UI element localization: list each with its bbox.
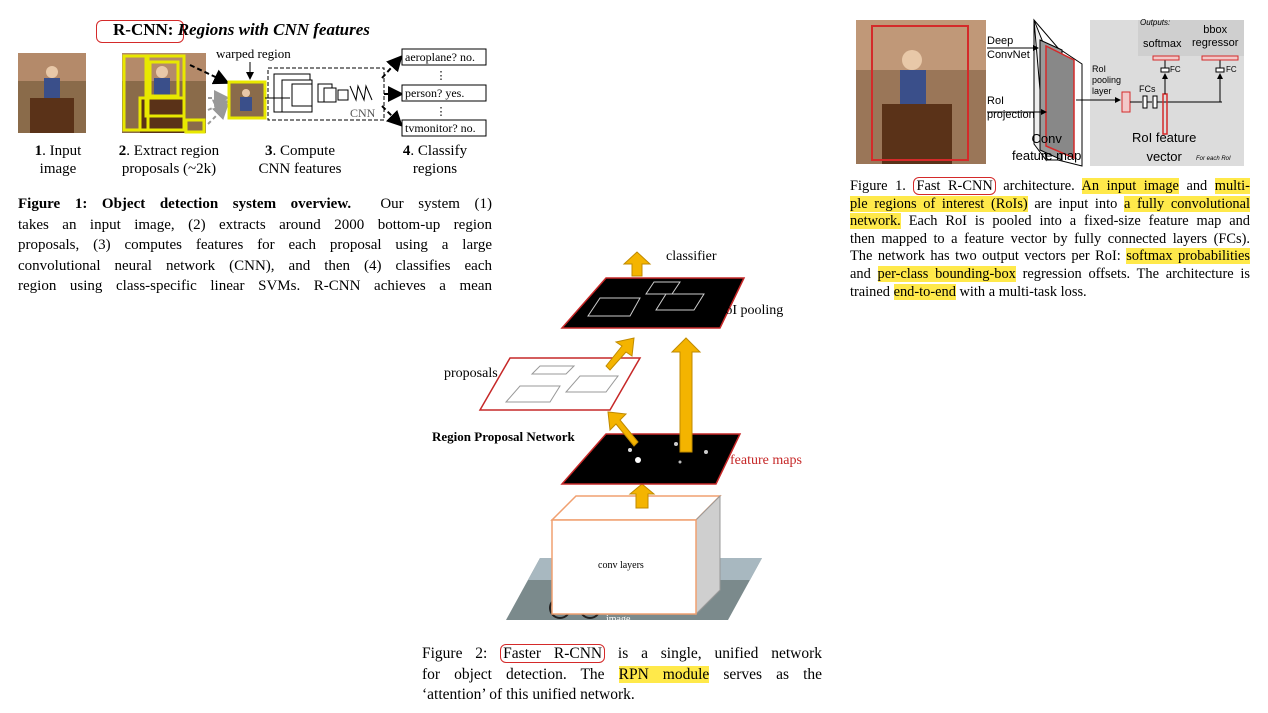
- input-image-thumbnail: [18, 53, 86, 133]
- output-label-person: person? yes.: [405, 86, 464, 101]
- warped-region-label: warped region: [216, 46, 291, 62]
- arrow-to-classifier: [624, 252, 650, 276]
- fcs-label: FCs: [1139, 84, 1156, 94]
- classifier-label: classifier: [666, 249, 717, 265]
- for-each-roi-label: For each RoI: [1196, 156, 1231, 162]
- conv-layers-label: conv layers: [598, 560, 644, 571]
- svg-text:⋮: ⋮: [436, 106, 447, 118]
- warped-region-thumbnail: [229, 82, 265, 118]
- fast-rcnn-boxed-term: Fast R-CNN: [913, 177, 995, 195]
- rpn-module-highlight: RPN module: [619, 666, 710, 683]
- feature-maps-label: feature maps: [730, 453, 802, 469]
- softmax-label: softmax: [1143, 38, 1182, 50]
- output-label-tvmonitor: tvmonitor? no.: [405, 121, 476, 136]
- faster-rcnn-caption: Figure 2: Faster R-CNN is a single, unif…: [422, 644, 822, 706]
- cnn-label: CNN: [350, 106, 376, 120]
- output-label-aeroplane: aeroplane? no.: [405, 50, 475, 65]
- proposals-plane: [480, 358, 640, 410]
- proposals-image-thumbnail: [122, 53, 206, 133]
- rpn-label: Region Proposal Network: [432, 429, 575, 445]
- fc-label-left: FC: [1170, 65, 1181, 74]
- faster-rcnn-figure: classifier RoI pooling proposals Region …: [410, 240, 830, 713]
- feature-maps-plane: [562, 434, 740, 484]
- proposals-label: proposals: [444, 366, 498, 382]
- faster-rcnn-boxed-term: Faster R-CNN: [500, 644, 605, 663]
- svg-text:⋮: ⋮: [436, 70, 447, 82]
- fast-rcnn-caption: Figure 1. Fast R-CNN architecture. An in…: [850, 178, 1250, 301]
- step-4: 4. Classify regions: [372, 142, 498, 178]
- image-label: image: [606, 614, 630, 625]
- conv-layers-block: [552, 496, 720, 614]
- step-3: 3. Compute CNN features: [240, 142, 360, 178]
- roi-pooling-label: RoI pooling: [716, 303, 783, 319]
- step-1: 1. Input image: [18, 142, 98, 178]
- input-photo: [856, 20, 986, 164]
- outputs-label: Outputs:: [1140, 18, 1170, 27]
- fc-label-right: FC: [1226, 65, 1237, 74]
- step-2: 2. Extract region proposals (~2k): [104, 142, 234, 178]
